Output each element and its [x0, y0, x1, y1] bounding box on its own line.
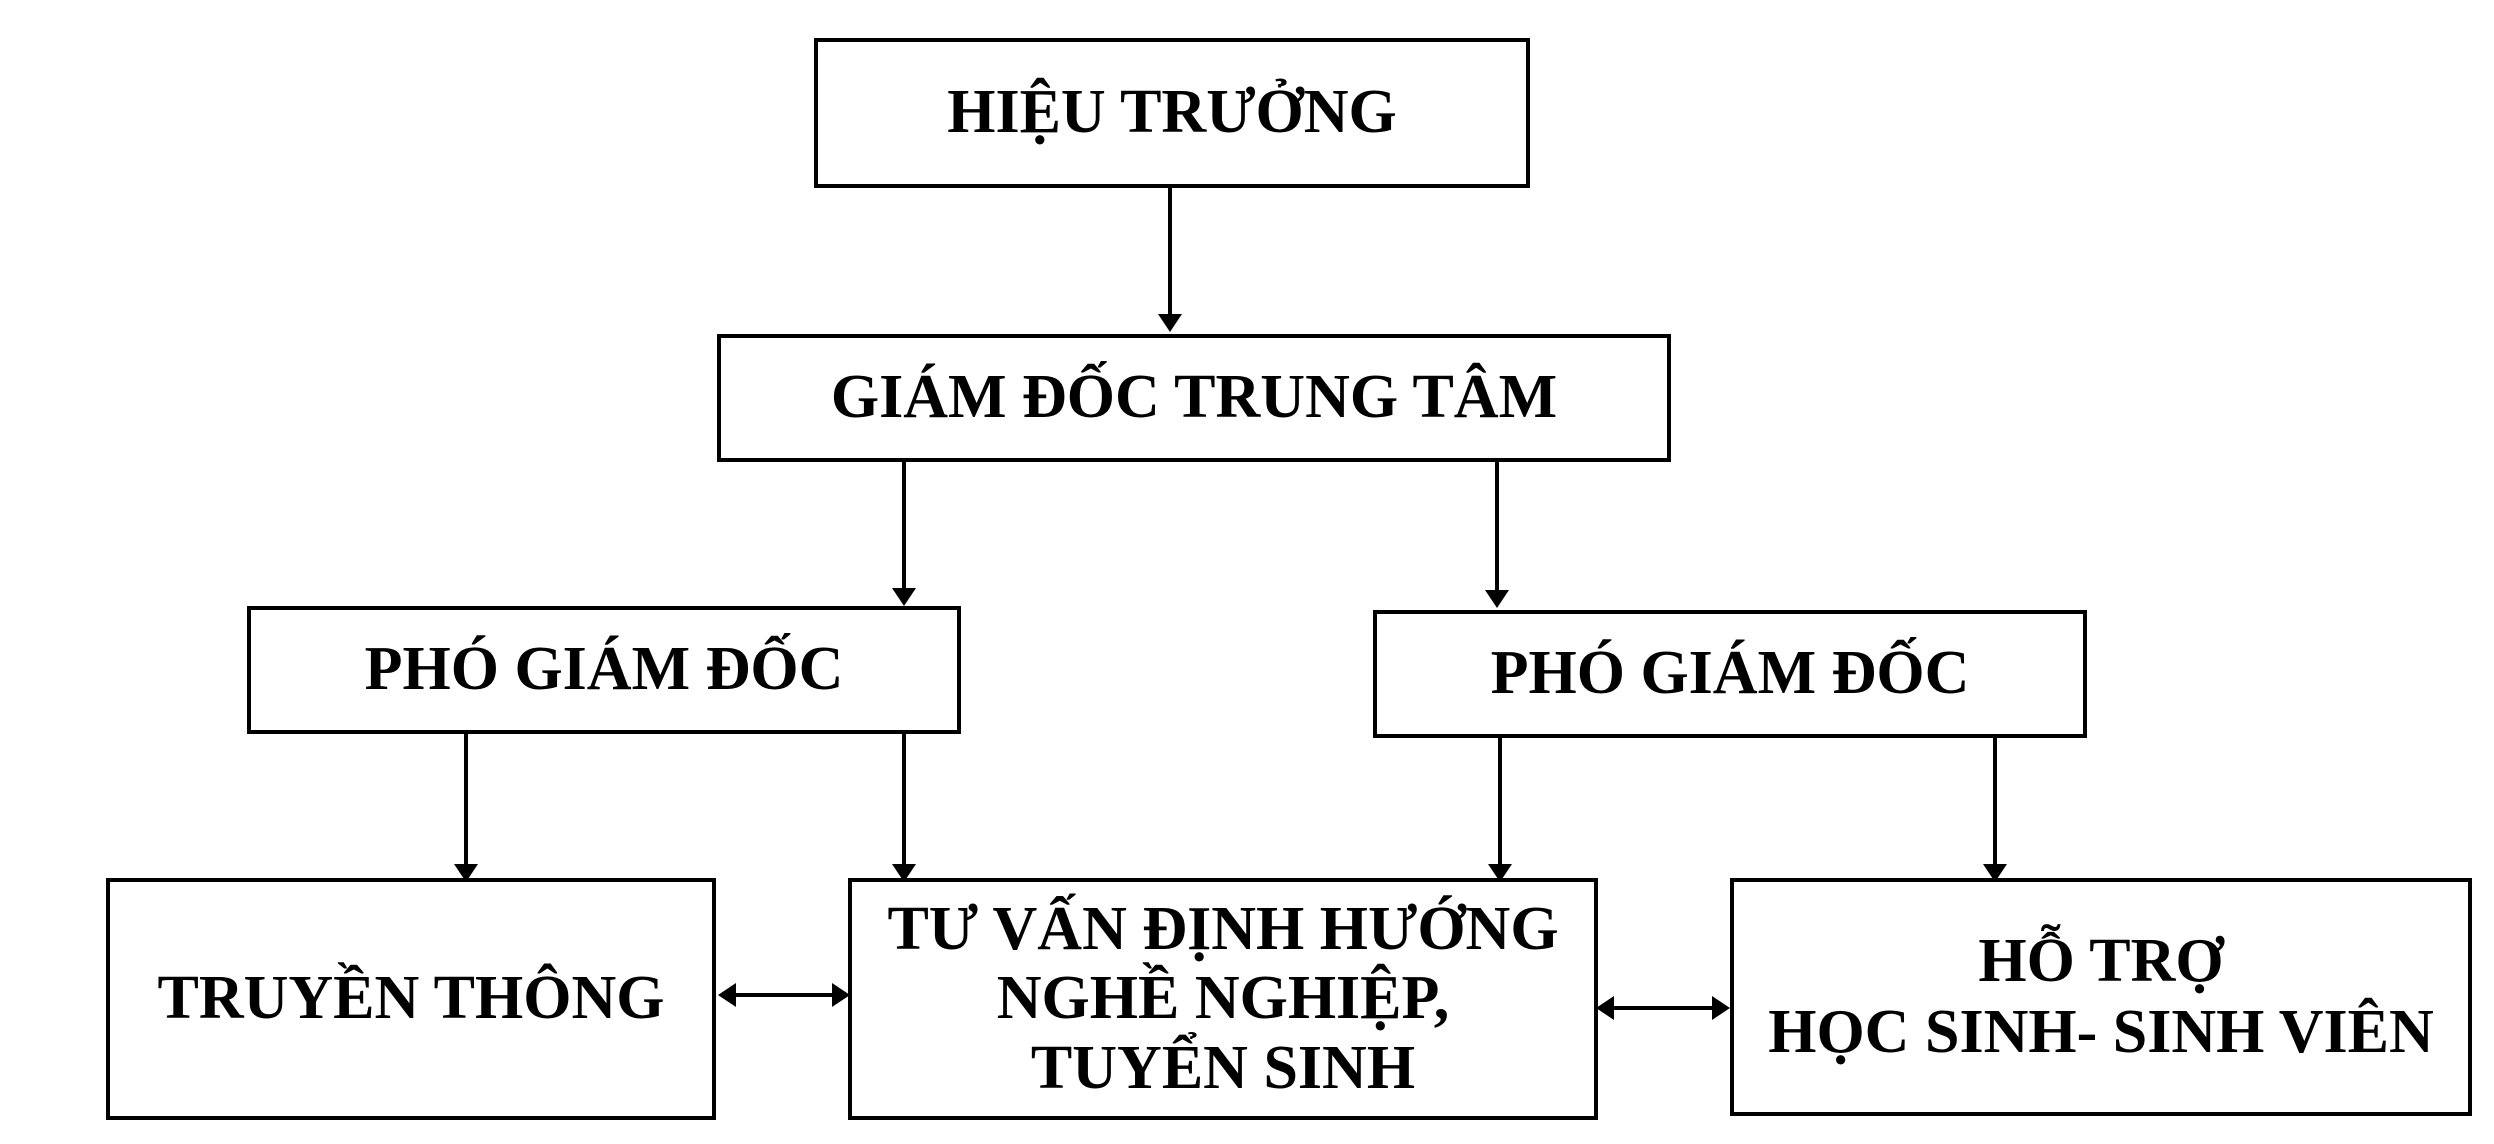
communications-label: TRUYỀN THÔNG	[157, 964, 665, 1033]
vice-director-left-box: PHÓ GIÁM ĐỐC	[247, 606, 961, 734]
career-counseling-label: TƯ VẤN ĐỊNH HƯỚNG NGHỀ NGHIỆP, TUYỂN SIN…	[887, 894, 1559, 1102]
student-support-label: HỖ TRỢ HỌC SINH- SINH VIÊN	[1768, 926, 2434, 1066]
career-counseling-box: TƯ VẤN ĐỊNH HƯỚNG NGHỀ NGHIỆP, TUYỂN SIN…	[848, 878, 1598, 1120]
vice-director-left-label: PHÓ GIÁM ĐỐC	[364, 635, 844, 704]
vice-director-right-box: PHÓ GIÁM ĐỐC	[1373, 610, 2087, 738]
student-support-box: HỖ TRỢ HỌC SINH- SINH VIÊN	[1730, 878, 2472, 1116]
principal-label: HIỆU TRƯỞNG	[947, 78, 1397, 147]
vice-director-right-label: PHÓ GIÁM ĐỐC	[1490, 639, 1970, 708]
communications-box: TRUYỀN THÔNG	[106, 878, 716, 1120]
center-director-label: GIÁM ĐỐC TRUNG TÂM	[830, 363, 1558, 432]
principal-box: HIỆU TRƯỞNG	[814, 38, 1530, 188]
center-director-box: GIÁM ĐỐC TRUNG TÂM	[717, 334, 1671, 462]
